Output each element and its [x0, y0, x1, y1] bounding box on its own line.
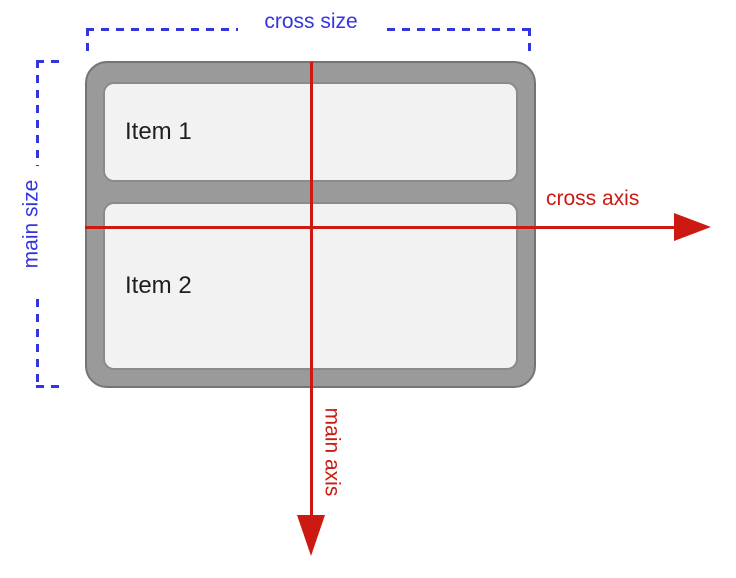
cross-size-bracket-left-dash — [86, 28, 238, 31]
main-size-bracket-bottom-dash — [36, 385, 65, 388]
main-size-label: main size — [19, 179, 43, 269]
cross-size-bracket-left-tick — [86, 28, 89, 57]
flex-item-1-label: Item 1 — [125, 118, 192, 145]
main-size-bracket-upper-line — [36, 60, 39, 166]
main-axis-arrowhead-icon — [297, 515, 325, 556]
cross-axis-arrowhead-icon — [674, 213, 711, 241]
cross-axis-line — [85, 226, 676, 229]
cross-size-bracket-right-dash — [387, 28, 529, 31]
flex-item-2-label: Item 2 — [125, 272, 192, 299]
main-size-bracket-lower-line — [36, 299, 39, 388]
main-size-bracket-top-dash — [36, 60, 66, 63]
main-axis-label: main axis — [320, 407, 344, 497]
cross-size-bracket-right-tick — [528, 28, 531, 57]
cross-axis-label: cross axis — [546, 187, 640, 210]
main-axis-line — [310, 62, 313, 518]
cross-size-label: cross size — [264, 10, 358, 33]
